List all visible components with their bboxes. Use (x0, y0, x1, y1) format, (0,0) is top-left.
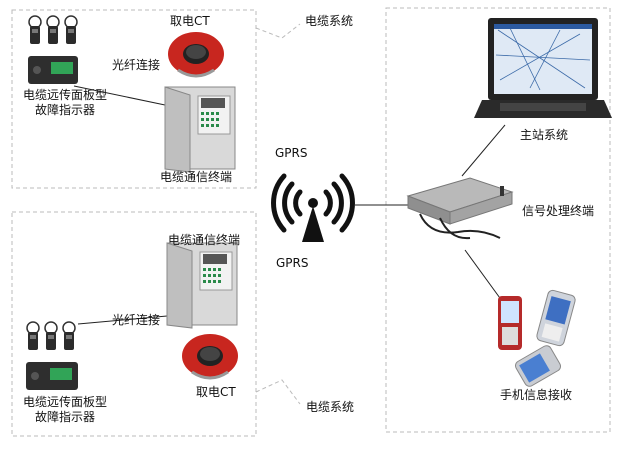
gprs-top-label: GPRS (275, 146, 308, 160)
bottom-group-box (11, 211, 257, 437)
top-indicator-label-line2: 故障指示器 (34, 103, 95, 117)
master-station-label: 主站系统 (520, 128, 569, 142)
bottom-cable-system-label: 电缆系统 (306, 400, 355, 414)
bottom-fiber-line (77, 315, 168, 325)
bottom-terminal-cabinet (166, 242, 238, 329)
bottom-fiber-label: 光纤连接 (112, 313, 161, 327)
top-fault-indicators (28, 15, 78, 84)
gprs-antenna-icon (271, 173, 355, 233)
bottom-indicator-label-line2: 故障指示器 (34, 410, 95, 424)
top-group-box (11, 9, 257, 189)
top-cable-leader (255, 23, 301, 39)
signal-processing-box (406, 177, 514, 240)
bottom-cable-leader (255, 379, 301, 405)
top-ct-ring (168, 32, 224, 78)
bottom-ct-label: 取电CT (196, 385, 236, 399)
top-ct-label: 取电CT (170, 14, 210, 28)
top-terminal-cabinet (164, 86, 236, 173)
right-group-box (385, 7, 611, 433)
signal-to-phone-line (464, 249, 506, 306)
bottom-fault-indicators (26, 321, 78, 390)
signal-terminal-label: 信号处理终端 (522, 204, 595, 218)
bottom-indicator-label: 电缆远传面板型 故障指示器 (18, 395, 112, 425)
gprs-bottom-label: GPRS (276, 256, 309, 270)
top-indicator-label-line1: 电缆远传面板型 (22, 88, 107, 102)
top-terminal-label: 电缆通信终端 (160, 170, 233, 184)
bottom-terminal-label: 电缆通信终端 (168, 233, 241, 247)
phone-receive-label: 手机信息接收 (500, 388, 573, 402)
top-fiber-line (73, 85, 166, 106)
signal-to-master-line (461, 124, 506, 177)
top-fiber-label: 光纤连接 (112, 58, 161, 72)
master-laptop (474, 18, 612, 118)
top-cable-system-label: 电缆系统 (305, 14, 354, 28)
bottom-indicator-label-line1: 电缆远传面板型 (22, 395, 107, 409)
bottom-ct-ring (182, 334, 238, 380)
top-indicator-label: 电缆远传面板型 故障指示器 (18, 88, 112, 118)
mobile-phones (498, 289, 576, 387)
